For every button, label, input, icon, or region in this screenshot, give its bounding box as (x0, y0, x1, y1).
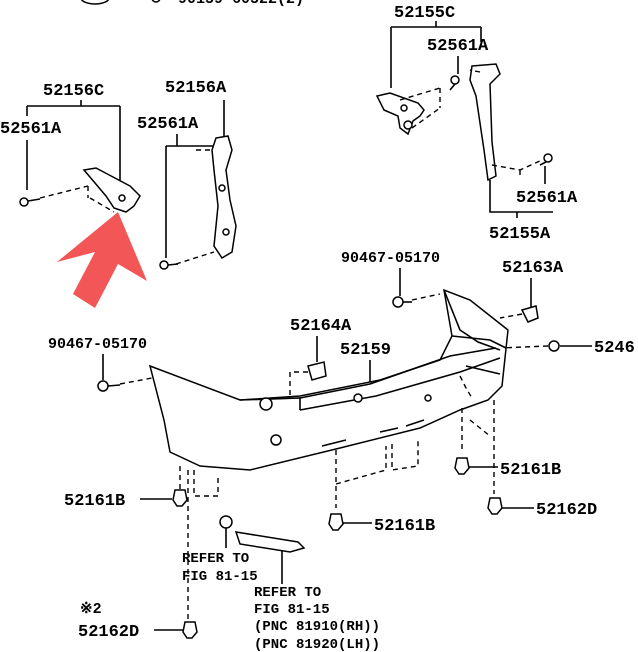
refer-note-2: REFER TO FIG 81-15 (PNC 81910(RH)) (PNC … (234, 531, 380, 652)
bumper-cover (148, 288, 509, 471)
clip-52162D-bottom: ※2 52162D (78, 601, 198, 642)
label-5246: 5246 (594, 339, 635, 358)
label-90467-05170-left: 90467-05170 (48, 336, 147, 353)
clip-52561A-right (539, 153, 553, 166)
refer-2-line-1: REFER TO (254, 585, 321, 601)
label-52155C: 52155C (394, 4, 455, 23)
label-52159: 52159 (340, 341, 391, 360)
clip-52161B-left: 52161B (64, 489, 188, 511)
bracket-52156C: 52156C 52561A (0, 82, 141, 213)
label-52161B-bottom: 52161B (374, 517, 435, 536)
clip-52561A-top-right (449, 75, 460, 91)
label-52561A-left: 52561A (0, 120, 62, 139)
label-52155A: 52155A (489, 225, 551, 244)
clip-52561A-left (19, 197, 41, 207)
refer-2-line-4: (PNC 81920(LH)) (254, 637, 380, 652)
label-52156C: 52156C (43, 82, 104, 101)
label-52163A: 52163A (502, 259, 564, 278)
top-cut-part: 90159-60522(2) (80, 0, 304, 8)
clip-52162D-right: 52162D (487, 497, 597, 520)
note-mark: ※2 (80, 601, 102, 618)
bracket-52156A: 52156A 52561A (137, 79, 237, 270)
highlight-arrow (57, 212, 147, 308)
label-52161B-left: 52161B (64, 492, 125, 511)
label-52162D-bottom: 52162D (78, 623, 139, 642)
clip-90467-left: 90467-05170 (48, 336, 153, 392)
label-90159-60522: 90159-60522(2) (178, 0, 304, 8)
part-52163A: 52163A (499, 259, 564, 323)
part-52164A: 52164A (289, 317, 352, 456)
label-52162D-right: 52162D (536, 501, 597, 520)
clip-52161B-right: 52161B (454, 457, 561, 480)
refer-1-line-2: FIG 81-15 (182, 569, 258, 585)
label-52561A-right: 52561A (516, 189, 578, 208)
refer-note-1: REFER TO FIG 81-15 (182, 515, 258, 585)
refer-2-line-3: (PNC 81910(RH)) (254, 619, 380, 635)
clip-52161B-bottom: 52161B (328, 513, 435, 536)
label-52156A: 52156A (165, 79, 227, 98)
label-52164A: 52164A (290, 317, 352, 336)
dashed-leaders (179, 400, 495, 622)
part-5246-cut: 5246 (499, 339, 635, 358)
label-90467-05170-right: 90467-05170 (341, 250, 440, 267)
label-52161B-right: 52161B (500, 461, 561, 480)
refer-2-line-2: FIG 81-15 (254, 602, 330, 618)
bracket-52155C: 52155C 52561A (375, 4, 489, 136)
bracket-52155A: 52561A 52155A (469, 63, 578, 244)
label-52561A-mid: 52561A (137, 115, 199, 134)
clip-52561A-mid (159, 260, 179, 270)
refer-1-line-1: REFER TO (182, 551, 249, 567)
clip-90467-right: 90467-05170 (341, 250, 441, 308)
label-52561A-top-right: 52561A (427, 37, 489, 56)
